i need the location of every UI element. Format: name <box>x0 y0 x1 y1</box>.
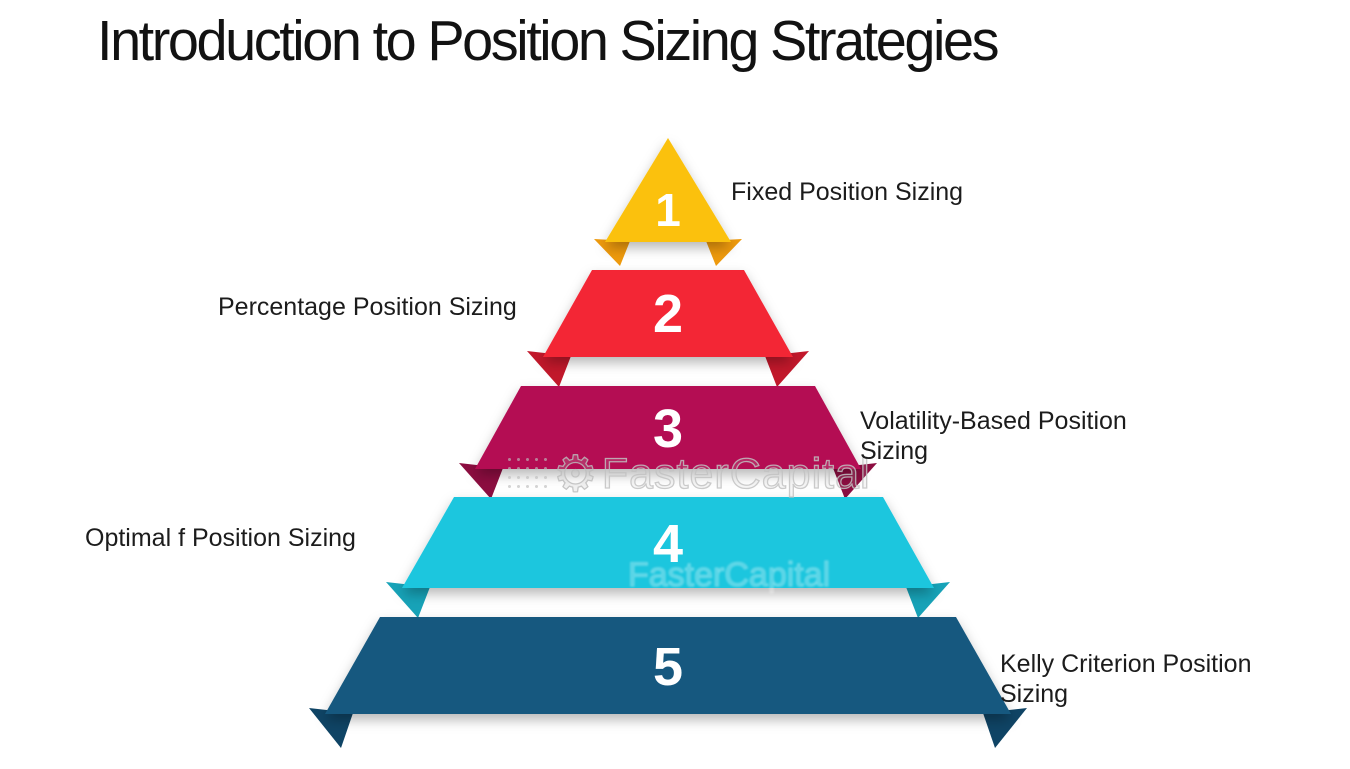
level-3-number: 3 <box>653 399 683 459</box>
level-2-number: 2 <box>653 284 683 344</box>
level-2-flap-left <box>527 351 571 387</box>
level-2-flap-right <box>765 351 809 387</box>
level-1-number: 1 <box>655 184 681 236</box>
level-3-flap-right <box>833 463 877 499</box>
level-5-label: Kelly Criterion Position Sizing <box>1000 650 1252 708</box>
pyramid-level-1: 1 <box>594 138 742 266</box>
level-4-band <box>402 497 934 588</box>
pyramid-level-4: 4 <box>386 497 950 618</box>
level-1-flap-right <box>706 239 742 266</box>
level-1-flap-left <box>594 239 630 266</box>
page-title: Introduction to Position Sizing Strategi… <box>97 9 1000 73</box>
level-4-label: Optimal f Position Sizing <box>85 524 356 552</box>
level-5-number: 5 <box>653 637 683 697</box>
pyramid-level-3: 3 <box>459 386 877 499</box>
level-2-band <box>543 270 793 357</box>
level-4-flap-left <box>386 582 430 618</box>
level-3-label: Volatility-Based Position Sizing <box>860 407 1127 465</box>
level-5-band <box>325 617 1011 714</box>
level-1-label: Fixed Position Sizing <box>731 178 964 206</box>
level-2-label: Percentage Position Sizing <box>218 293 517 321</box>
level-1-band <box>605 138 731 242</box>
level-3-flap-left <box>459 463 503 499</box>
level-3-band <box>475 386 861 469</box>
level-4-flap-right <box>906 582 950 618</box>
pyramid-level-2: 2 <box>527 270 809 387</box>
level-5-flap-left <box>309 708 353 748</box>
level-4-number: 4 <box>653 514 683 574</box>
pyramid-level-5: 5 <box>309 617 1027 748</box>
level-5-flap-right <box>983 708 1027 748</box>
